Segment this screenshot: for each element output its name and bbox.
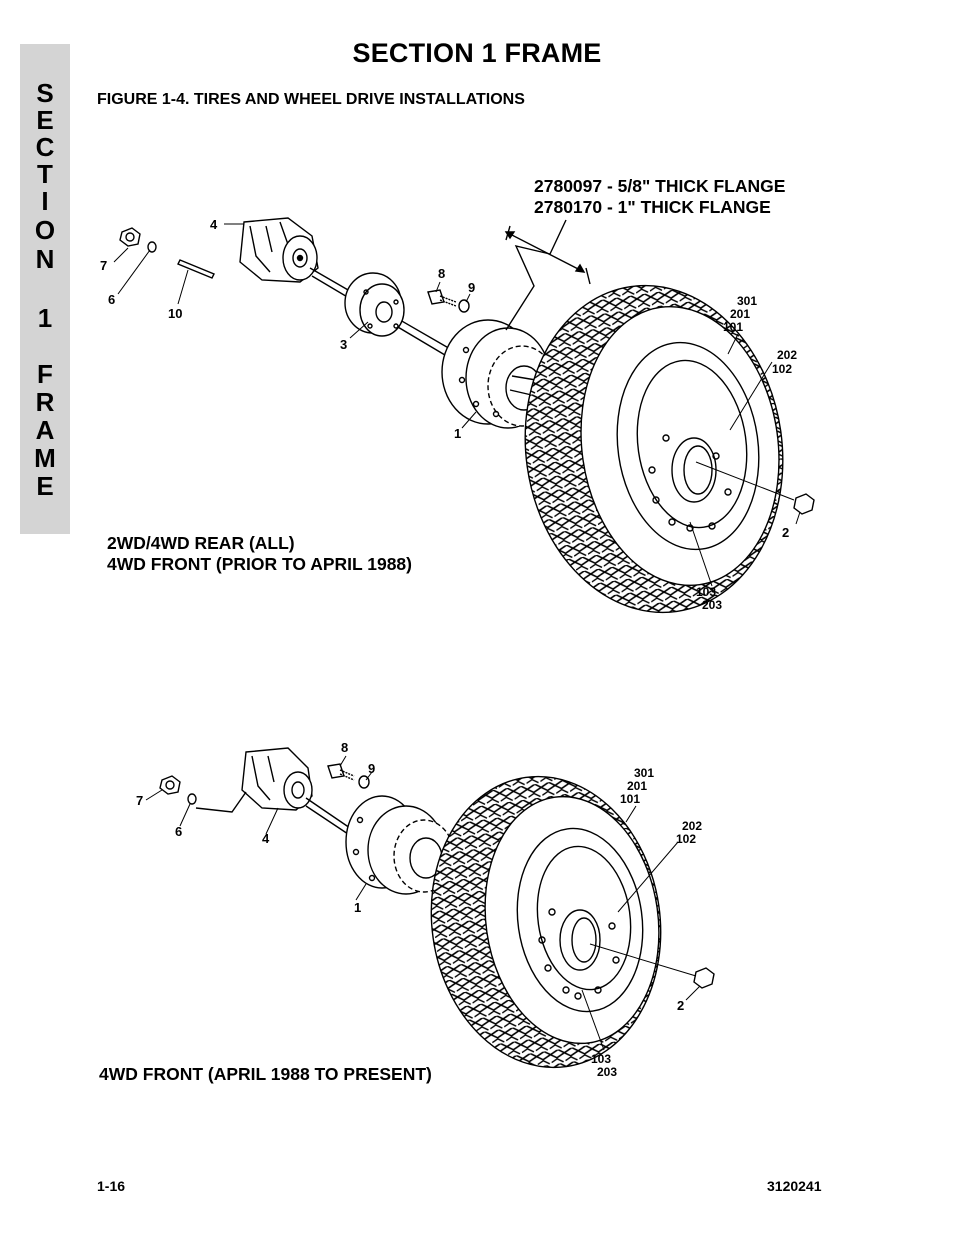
bolt-and-washer xyxy=(327,763,370,789)
flange-line-2: 2780170 - 1" THICK FLANGE xyxy=(534,197,771,217)
top-assembly xyxy=(113,217,815,614)
callout: 1 xyxy=(454,426,461,441)
callout: 8 xyxy=(438,266,445,281)
section-side-tab: S E C T I O N 1 F R A M E xyxy=(20,44,70,534)
side-tab-letter: I xyxy=(41,186,49,216)
side-tab-letter: E xyxy=(36,105,54,135)
flange-dimension-bracket xyxy=(504,219,591,331)
top-callouts: 4 7 6 10 8 9 3 1 301 201 101 202 102 2 1… xyxy=(100,217,797,612)
drive-motor xyxy=(241,747,313,811)
bottom-assembly xyxy=(145,747,715,1069)
callout: 3 xyxy=(340,337,347,352)
figure-title: FIGURE 1-4. TIRES AND WHEEL DRIVE INSTAL… xyxy=(97,91,525,108)
callout: 201 xyxy=(730,307,750,321)
nut-washer-key xyxy=(119,227,215,279)
lug-nut xyxy=(693,967,715,989)
page-number: 1-16 xyxy=(97,1178,126,1194)
top-caption-line-1: 2WD/4WD REAR (ALL) xyxy=(107,533,295,553)
side-tab-letter: N xyxy=(35,244,55,274)
bottom-drawing-caption: 4WD FRONT (APRIL 1988 TO PRESENT) xyxy=(99,1064,432,1084)
side-tab-letter: R xyxy=(35,387,55,417)
callout: 7 xyxy=(100,258,107,273)
callout: 103 xyxy=(591,1052,611,1066)
document-number: 3120241 xyxy=(767,1178,822,1194)
page-title: SECTION 1 FRAME xyxy=(352,38,602,68)
callout: 103 xyxy=(696,585,716,599)
side-tab-letter: A xyxy=(35,415,55,445)
callout: 203 xyxy=(702,598,722,612)
callout: 102 xyxy=(772,362,792,376)
callout: 101 xyxy=(723,320,743,334)
top-caption-line-2: 4WD FRONT (PRIOR TO APRIL 1988) xyxy=(107,554,412,574)
callout: 101 xyxy=(620,792,640,806)
nut-and-washer xyxy=(159,775,247,813)
side-tab-letter: E xyxy=(36,471,54,501)
tire-assembly xyxy=(524,284,784,614)
callout: 7 xyxy=(136,793,143,808)
top-drawing-caption: 2WD/4WD REAR (ALL) 4WD FRONT (PRIOR TO A… xyxy=(107,533,412,575)
callout: 102 xyxy=(676,832,696,846)
spacer-ring xyxy=(344,272,405,337)
bottom-callouts: 8 9 7 6 4 1 301 201 101 202 102 2 103 20… xyxy=(136,740,702,1079)
drive-motor xyxy=(239,217,319,283)
callout: 9 xyxy=(468,280,475,295)
bottom-leader-lines xyxy=(145,755,701,1051)
callout: 10 xyxy=(168,306,182,321)
callout: 4 xyxy=(210,217,218,232)
lug-nut xyxy=(793,493,815,515)
callout: 2 xyxy=(677,998,684,1013)
side-tab-letter: C xyxy=(35,132,55,162)
flange-note: 2780097 - 5/8" THICK FLANGE 2780170 - 1"… xyxy=(534,176,785,218)
callout: 8 xyxy=(341,740,348,755)
tire-assembly xyxy=(430,775,662,1069)
flange-line-1: 2780097 - 5/8" THICK FLANGE xyxy=(534,176,786,196)
bolt-and-washer xyxy=(427,289,470,313)
callout: 2 xyxy=(782,525,789,540)
callout: 203 xyxy=(597,1065,617,1079)
side-tab-letter: S xyxy=(36,78,54,108)
top-leader-lines xyxy=(113,223,801,587)
side-tab-letter: M xyxy=(34,443,56,473)
callout: 202 xyxy=(682,819,702,833)
side-tab-letter: T xyxy=(37,159,53,189)
callout: 301 xyxy=(737,294,757,308)
callout: 6 xyxy=(108,292,115,307)
callout: 6 xyxy=(175,824,182,839)
callout: 4 xyxy=(262,831,270,846)
side-tab-letter: 1 xyxy=(37,303,53,333)
callout: 201 xyxy=(627,779,647,793)
side-tab-letter: O xyxy=(34,215,56,245)
wheel-drive-hub xyxy=(305,795,455,895)
callout: 301 xyxy=(634,766,654,780)
callout: 1 xyxy=(354,900,361,915)
callout: 9 xyxy=(368,761,375,776)
callout: 202 xyxy=(777,348,797,362)
side-tab-letter: F xyxy=(37,359,53,389)
